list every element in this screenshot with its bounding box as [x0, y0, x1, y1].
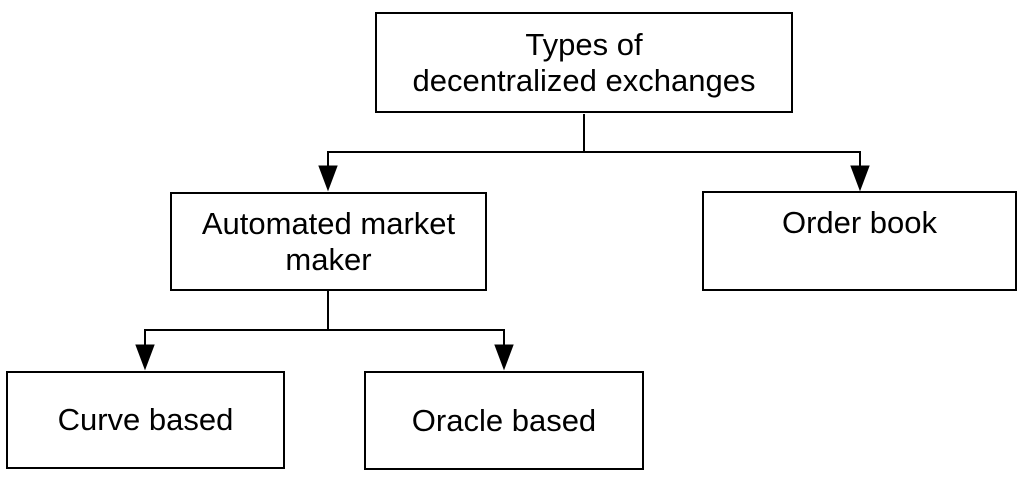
- node-order-book: Order book: [702, 191, 1017, 291]
- arrowhead-down-icon: [850, 165, 870, 192]
- arrowhead-down-icon: [494, 344, 514, 371]
- node-label: Oracle based: [411, 402, 597, 438]
- connector-line: [583, 114, 861, 168]
- arrowhead-down-icon: [135, 344, 155, 371]
- connector-root-to-amm: [318, 114, 585, 192]
- connector-amm-to-curve: [135, 290, 329, 371]
- connector-line: [327, 114, 585, 168]
- connector-amm-to-oracle: [327, 290, 514, 371]
- node-label: Types of decentralized exchanges: [412, 26, 756, 98]
- connector-root-to-order-book: [583, 114, 870, 192]
- node-types-of-decentralized-exchanges: Types of decentralized exchanges: [375, 12, 793, 113]
- node-label: Curve based: [57, 402, 234, 437]
- node-label: Automated market maker: [201, 205, 456, 277]
- node-automated-market-maker: Automated market maker: [170, 192, 487, 291]
- connector-line: [144, 290, 329, 347]
- arrowhead-down-icon: [318, 165, 338, 192]
- connector-line: [327, 290, 505, 347]
- node-label: Order book: [781, 205, 938, 240]
- node-oracle-based: Oracle based: [364, 371, 644, 470]
- node-curve-based: Curve based: [6, 371, 285, 469]
